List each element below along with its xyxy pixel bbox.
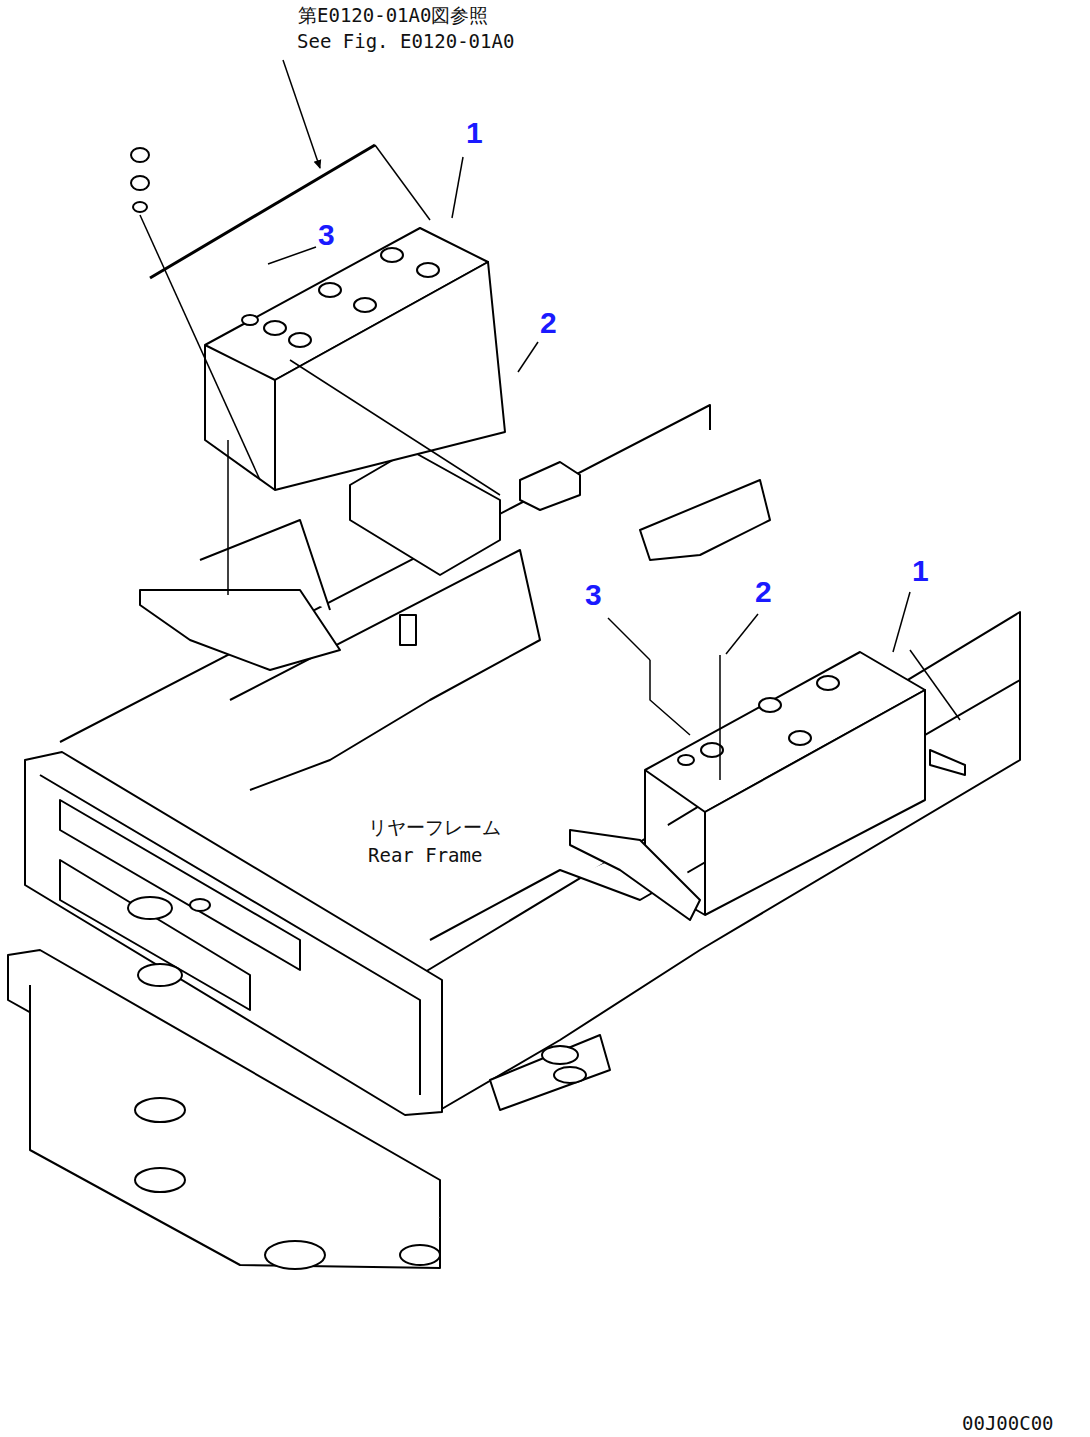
callout-number: 1 [466,118,483,148]
callout-number: 2 [540,308,557,338]
callout-number: 3 [318,220,335,250]
frame-label: Rear Frame [368,846,482,865]
callout-number: 1 [912,556,929,586]
reference-note: 第E0120-01A0図参照 [298,6,488,25]
drawing-code: 00J00C00 [962,1414,1054,1433]
callout-number: 2 [755,577,772,607]
reference-note: See Fig. E0120-01A0 [297,32,514,51]
callout-number: 3 [585,580,602,610]
frame-label: リヤーフレーム [368,818,501,837]
